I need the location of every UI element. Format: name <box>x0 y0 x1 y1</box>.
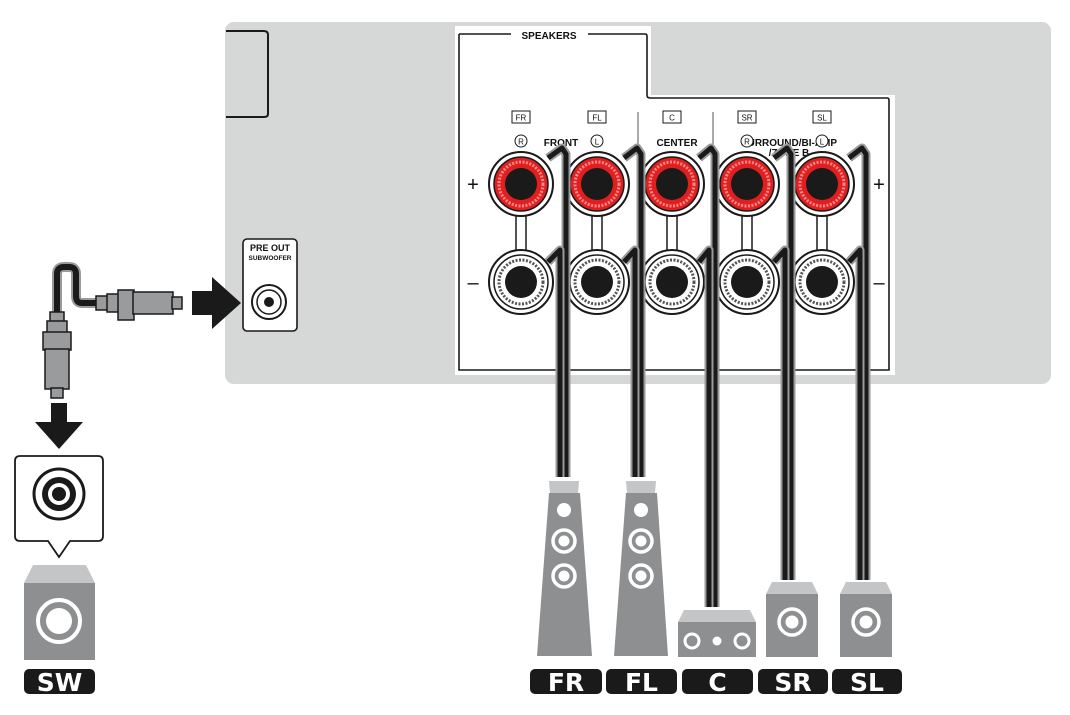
badge-sw: SW <box>24 668 95 697</box>
badge-sw-text: SW <box>37 668 83 697</box>
terminal-column-sr: SR R <box>714 110 780 315</box>
polarity-text-sr: R <box>744 138 750 147</box>
speaker-badges: FR FL C SR SL <box>530 668 902 697</box>
group-label-front: FRONT <box>544 138 578 149</box>
speakers-group-frame <box>458 33 890 371</box>
polarity-text-sl: L <box>820 138 825 147</box>
pre-out-subwoofer-jack: PRE OUT SUBWOOFER <box>242 238 298 332</box>
group-label-surround-line1: SURROUND/BI-AMP <box>741 138 837 149</box>
woofer-icon <box>683 632 701 650</box>
arrow-down-icon <box>35 403 83 449</box>
pre-out-label: PRE OUT <box>250 243 291 253</box>
polarity-mark-fr <box>514 134 528 148</box>
terminal-link-c <box>666 213 678 253</box>
subwoofer-input-callout <box>14 455 104 559</box>
terminal-column-fr: FR R <box>488 110 554 315</box>
speaker-cable-fl <box>620 143 646 477</box>
tweeter-icon <box>712 636 722 646</box>
channel-tag-sl <box>812 110 832 124</box>
badge-text-c: C <box>708 668 726 697</box>
panel-slot <box>226 30 269 118</box>
subwoofer-speaker <box>24 565 95 660</box>
speaker-center <box>678 610 756 657</box>
channel-tag-c <box>662 110 682 124</box>
speaker-cable-sl <box>845 143 871 580</box>
badge-text-fl: FL <box>625 668 658 697</box>
terminal-link-fr <box>515 213 527 253</box>
channel-tag-fl <box>587 110 607 124</box>
rca-plug-vertical <box>42 311 72 399</box>
terminal-link-sr <box>741 213 753 253</box>
subwoofer-label: SUBWOOFER <box>249 255 292 262</box>
minus-sign-left: – <box>467 272 479 294</box>
speaker-cable-sr <box>770 143 796 580</box>
plus-sign-right: + <box>873 174 885 196</box>
badge-fl: FL <box>606 668 677 697</box>
minus-sign-right: – <box>873 272 885 294</box>
speakers-group-label: SPEAKERS <box>521 31 576 42</box>
terminal-column-fl: FL L <box>564 110 630 315</box>
speaker-cable-c <box>695 143 720 607</box>
terminal-link-fl <box>591 213 603 253</box>
channel-tag-text-fl: FL <box>592 114 602 123</box>
speaker-front-right <box>537 481 592 656</box>
terminal-link-sl <box>816 213 828 253</box>
speaker-cables <box>544 143 871 607</box>
badge-c: C <box>682 668 753 697</box>
channel-tag-fr <box>511 110 531 124</box>
group-label-center: CENTER <box>656 138 698 149</box>
polarity-text-fr: R <box>518 138 524 147</box>
badge-sr: SR <box>758 668 828 697</box>
arrow-right-icon <box>192 277 241 329</box>
badge-sl: SL <box>832 668 902 697</box>
speaker-front-left <box>614 481 668 656</box>
woofer-icon <box>733 632 751 650</box>
polarity-text-fl: L <box>595 138 600 147</box>
badge-fr: FR <box>530 668 602 697</box>
badge-text-fr: FR <box>548 668 584 697</box>
badge-text-sr: SR <box>774 668 811 697</box>
polarity-mark-sr <box>740 134 754 148</box>
speaker-cable-fr <box>544 143 571 477</box>
channel-tag-sr <box>737 110 757 124</box>
speaker-surround-left <box>840 582 892 657</box>
channel-tag-text-sl: SL <box>817 114 827 123</box>
badge-text-sl: SL <box>850 668 884 697</box>
channel-tag-text-fr: FR <box>516 114 527 123</box>
subwoofer-cable <box>52 262 103 320</box>
polarity-mark-sl <box>815 134 829 148</box>
rca-plug-horizontal <box>95 289 183 321</box>
tweeter-icon <box>557 503 571 517</box>
tweeter-icon <box>634 503 648 517</box>
channel-tag-text-c: C <box>669 114 675 123</box>
channel-tag-text-sr: SR <box>741 114 752 123</box>
speaker-surround-right <box>766 582 818 657</box>
polarity-mark-fl <box>590 134 604 148</box>
plus-sign-left: + <box>467 174 479 196</box>
